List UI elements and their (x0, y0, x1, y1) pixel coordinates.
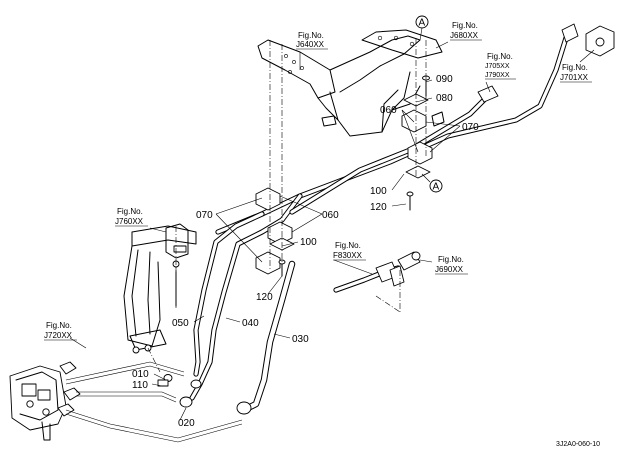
fig-code: J640XX (296, 40, 325, 49)
figure-ref-j690[interactable]: Fig.No. J690XX (435, 255, 468, 275)
figure-ref-j701[interactable]: Fig.No. J701XX (560, 63, 592, 83)
figure-ref-j705-j790[interactable]: Fig.No. J705XX J790XX (485, 52, 516, 80)
part-050: 050 (172, 318, 189, 329)
upper-frame-bracket (257, 29, 445, 137)
hose-030 (244, 260, 296, 412)
part-070-left: 070 (196, 210, 213, 221)
control-valve-block (9, 361, 81, 441)
part-010: 010 (132, 369, 149, 380)
part-080: 080 (436, 93, 453, 104)
fig-code-2: J790XX (485, 72, 510, 79)
part-040: 040 (242, 318, 259, 329)
left-pipe-bracket (123, 223, 197, 354)
part-100-left: 100 (300, 237, 317, 248)
fig-code: J680XX (450, 31, 479, 40)
callout-marker-bottom: A (421, 173, 443, 193)
part-030: 030 (292, 334, 309, 345)
fig-label: Fig.No. (438, 255, 464, 264)
fig-code-1: J705XX (485, 63, 510, 70)
figure-ref-j760[interactable]: Fig.No. J760XX (115, 207, 148, 227)
part-120-right: 120 (370, 202, 387, 213)
fig-label: Fig.No. (452, 21, 478, 30)
drawing-code: 3J2A0-060-10 (556, 441, 600, 448)
part-070-right: 070 (462, 122, 479, 133)
pipe-050 (193, 211, 265, 377)
part-020: 020 (178, 418, 195, 429)
part-number-labels: 090 080 060 070 100 120 070 060 100 120 … (132, 74, 479, 429)
figure-ref-f830[interactable]: Fig.No. F830XX (333, 241, 366, 261)
leader-lines (69, 41, 595, 421)
fig-label: Fig.No. (298, 31, 324, 40)
pipe-long-upper (215, 35, 569, 235)
fig-label: Fig.No. (487, 52, 513, 61)
fig-code: J690XX (435, 265, 464, 274)
figure-ref-j720[interactable]: Fig.No. J720XX (44, 321, 77, 341)
fig-label: Fig.No. (117, 207, 143, 216)
part-120-left: 120 (256, 292, 273, 303)
fig-label: Fig.No. (46, 321, 72, 330)
callout-letter: A (433, 182, 440, 193)
alignment-lines (147, 38, 427, 373)
pipe-070-right (289, 97, 487, 215)
part-060-upper: 060 (380, 105, 397, 116)
fig-code: J701XX (560, 73, 589, 82)
fig-label: Fig.No. (335, 241, 361, 250)
part-110: 110 (132, 380, 148, 391)
part-100-right: 100 (370, 186, 387, 197)
figure-ref-j640[interactable]: Fig.No. J640XX (296, 31, 328, 50)
fittings (157, 23, 615, 415)
figure-ref-j680[interactable]: Fig.No. J680XX (450, 21, 482, 41)
part-060-lower: 060 (322, 210, 339, 221)
fig-code: J720XX (44, 331, 73, 340)
fig-code: J760XX (115, 217, 144, 226)
fig-label: Fig.No. (562, 63, 588, 72)
return-lines (65, 361, 243, 443)
fig-code: F830XX (333, 251, 363, 260)
callout-marker-top: A (415, 15, 429, 41)
callout-letter: A (419, 18, 426, 29)
part-090: 090 (436, 74, 453, 85)
